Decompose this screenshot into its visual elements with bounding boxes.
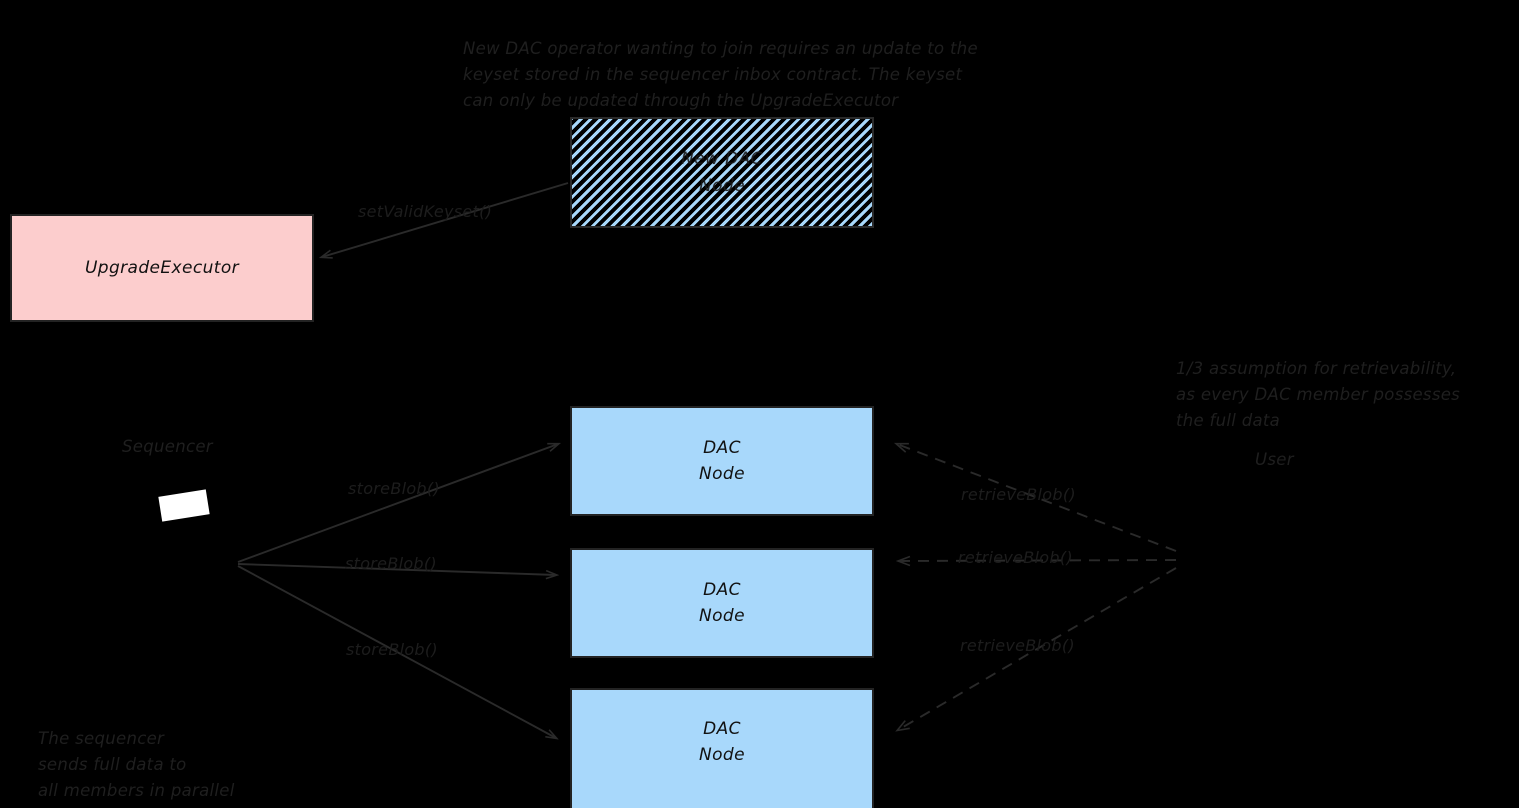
node-dac-node-1-label: DAC Node: [699, 437, 745, 484]
annotation-sequencer-note-text: The sequencer sends full data to all mem…: [38, 729, 235, 801]
sequencer-icon: [158, 489, 210, 522]
actor-sequencer-label: Sequencer: [122, 437, 213, 456]
annotation-retrievability-note: 1/3 assumption for retrievability, as ev…: [1176, 330, 1506, 434]
connector-store-blob-1: [237, 444, 558, 563]
actor-sequencer[interactable]: Sequencer: [122, 437, 213, 456]
annotation-retrievability-note-text: 1/3 assumption for retrievability, as ev…: [1176, 359, 1461, 431]
node-dac-node-1[interactable]: DAC Node: [570, 406, 874, 516]
node-dac-node-3-label: DAC Node: [699, 718, 745, 765]
node-dac-node-3[interactable]: DAC Node: [570, 688, 874, 808]
node-new-dac-node-label: New DAC Node: [681, 149, 763, 196]
edge-label-store-blob-2: storeBlob(): [345, 554, 437, 573]
annotation-sequencer-note: The sequencer sends full data to all mem…: [38, 700, 288, 804]
node-new-dac-node[interactable]: New DAC Node: [570, 117, 874, 228]
edge-label-retrieve-blob-3: retrieveBlob(): [960, 636, 1075, 655]
edge-label-store-blob-1: storeBlob(): [348, 479, 440, 498]
node-dac-node-2-label: DAC Node: [699, 579, 745, 626]
actor-user[interactable]: User: [1255, 450, 1294, 469]
annotation-keyset-note: New DAC operator wanting to join require…: [463, 10, 1088, 114]
node-upgrade-executor-label: UpgradeExecutor: [84, 257, 240, 278]
actor-user-label: User: [1255, 450, 1294, 469]
annotation-keyset-note-text: New DAC operator wanting to join require…: [463, 39, 978, 111]
edge-label-store-blob-3: storeBlob(): [346, 640, 438, 659]
edge-label-retrieve-blob-2: retrieveBlob(): [958, 548, 1073, 567]
edge-label-set-valid-keyset: setValidKeyset(): [358, 202, 493, 221]
node-upgrade-executor[interactable]: UpgradeExecutor: [10, 214, 314, 322]
edge-label-retrieve-blob-1: retrieveBlob(): [961, 485, 1076, 504]
node-dac-node-2[interactable]: DAC Node: [570, 548, 874, 658]
